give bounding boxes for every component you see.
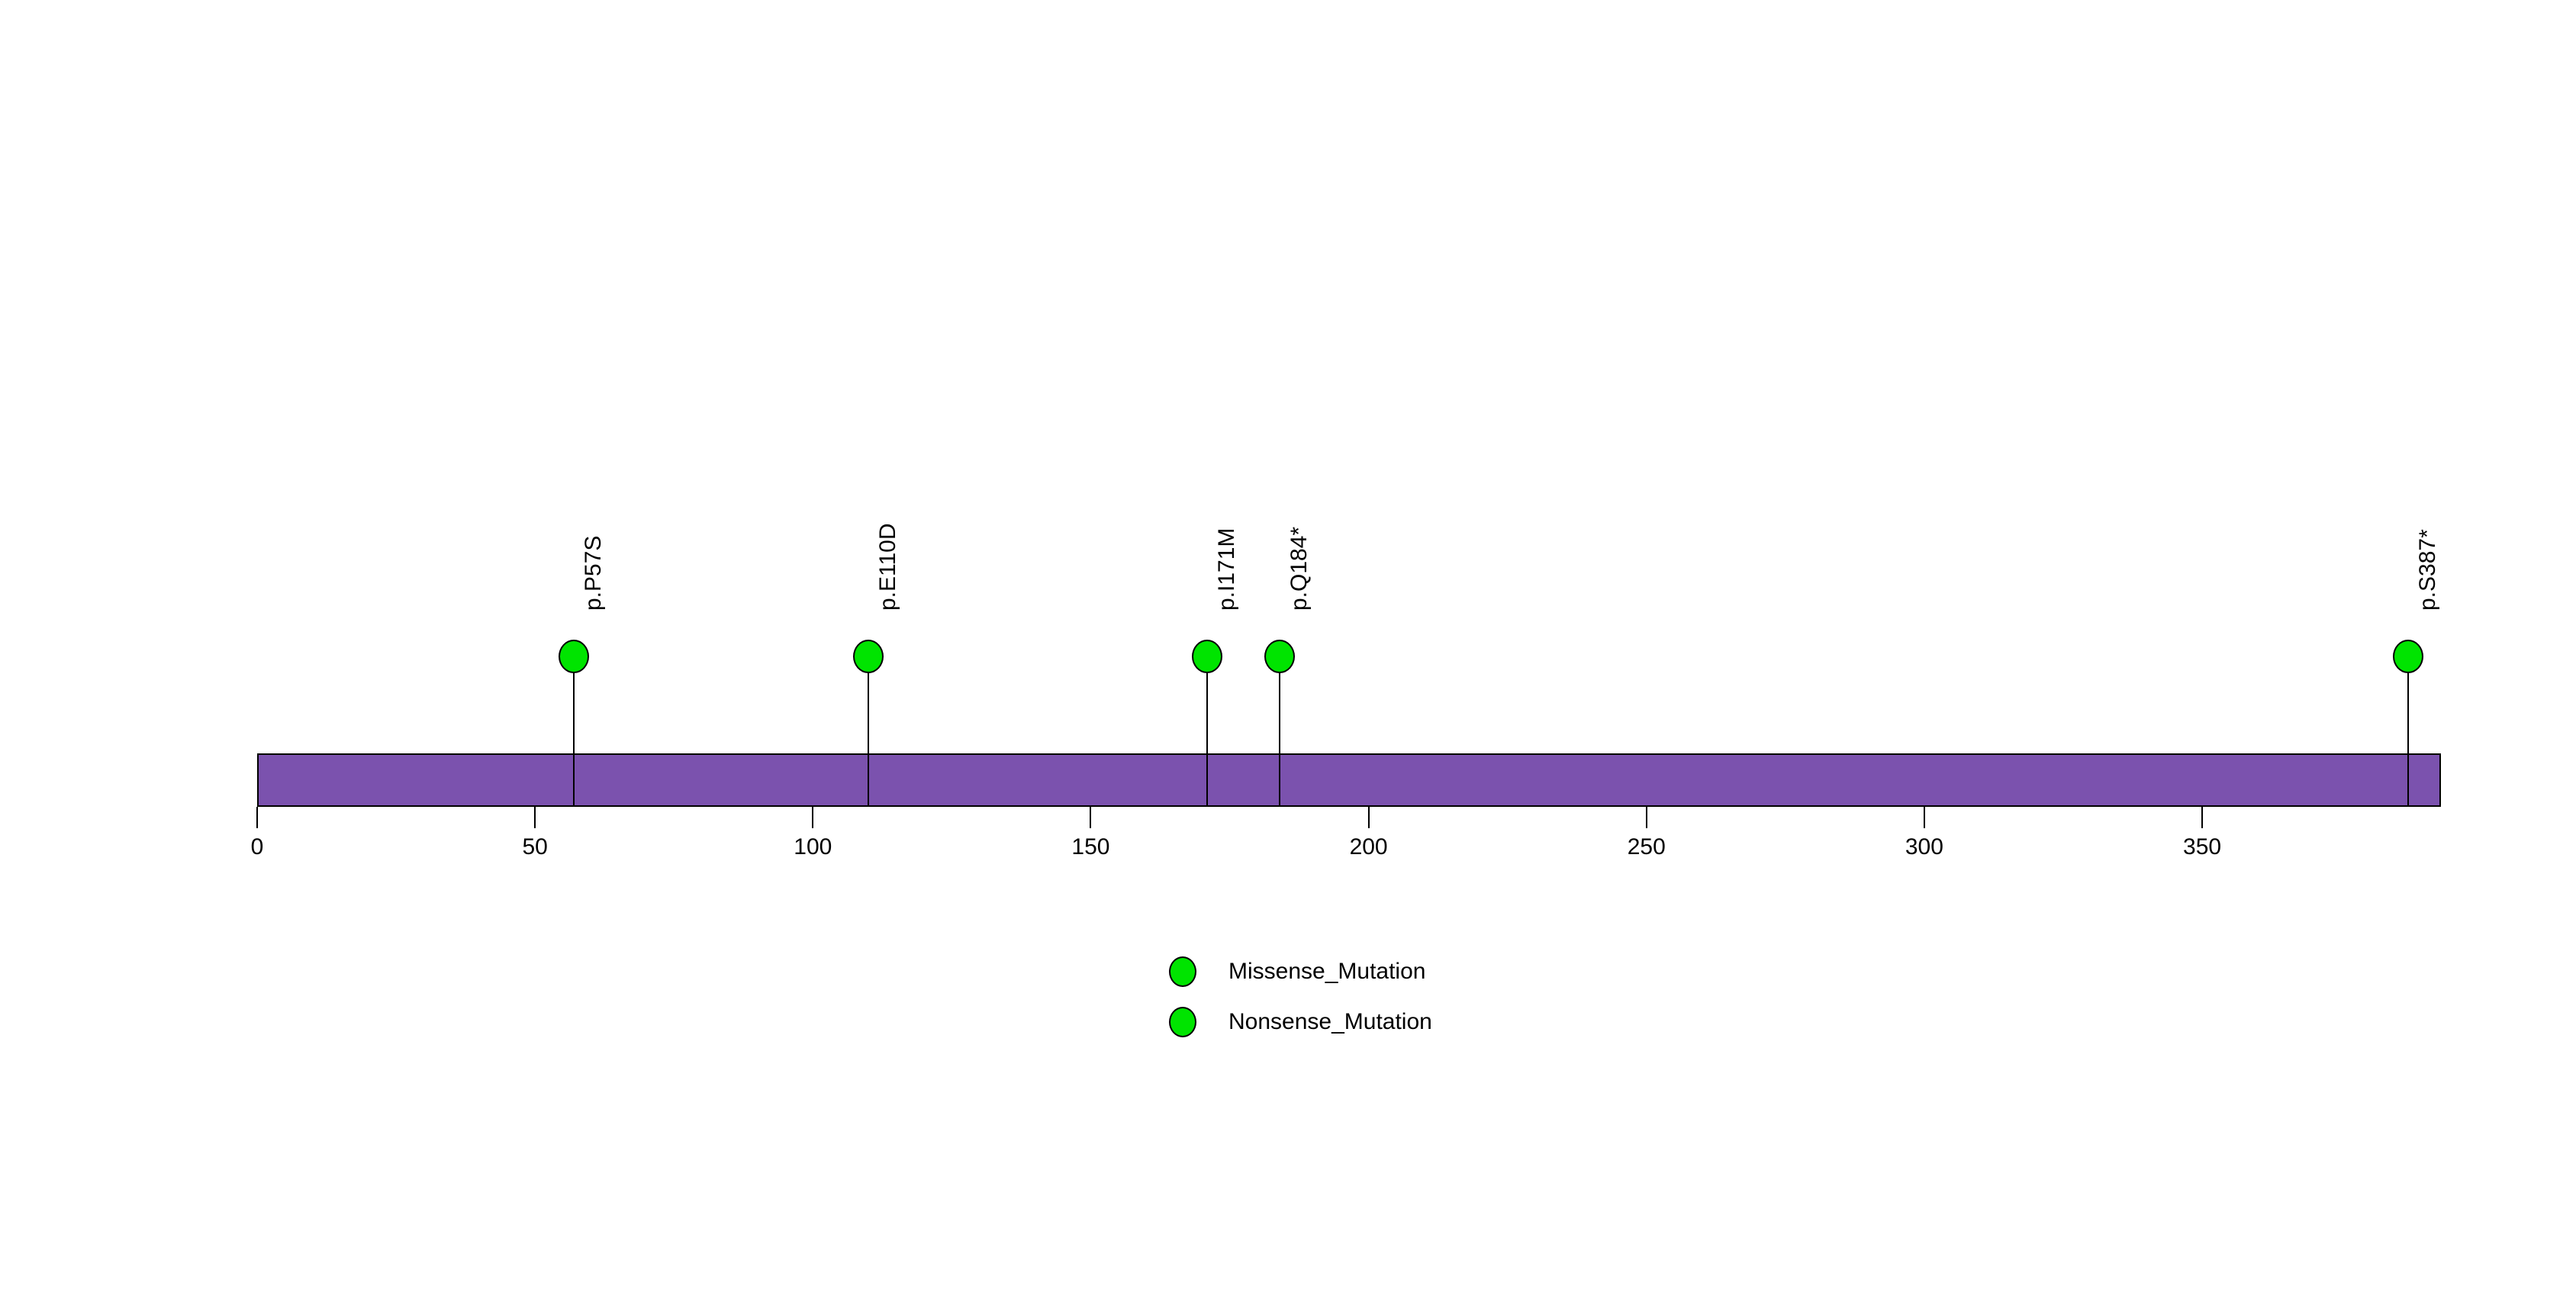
protein-backbone-bar xyxy=(257,753,2442,807)
axis-tick-label: 250 xyxy=(1627,834,1666,859)
lollipop-head[interactable] xyxy=(559,640,590,673)
axis-tick xyxy=(2201,807,2204,828)
lollipop-stem xyxy=(573,641,575,807)
lollipop-label: p.E110D xyxy=(875,523,901,611)
axis-tick-label: 200 xyxy=(1349,834,1388,859)
axis-tick xyxy=(256,807,258,828)
axis-tick xyxy=(1645,807,1647,828)
axis-tick-label: 150 xyxy=(1071,834,1110,859)
lollipop-head[interactable] xyxy=(1192,640,1223,673)
axis-tick-label: 0 xyxy=(250,834,264,859)
lollipop-stem xyxy=(2407,641,2409,807)
lollipop-label: p.S387* xyxy=(2414,529,2440,611)
lollipop-label: p.P57S xyxy=(581,535,607,611)
lollipop-stem xyxy=(1279,641,1281,807)
lollipop-stem xyxy=(868,641,870,807)
axis-tick xyxy=(534,807,536,828)
lollipop-stem xyxy=(1206,641,1209,807)
lollipop-head[interactable] xyxy=(853,640,884,673)
lollipop-label: p.I171M xyxy=(1214,527,1240,611)
axis-tick-label: 100 xyxy=(794,834,832,859)
legend-label: Nonsense_Mutation xyxy=(1228,1009,1432,1034)
legend-color-dot xyxy=(1169,1007,1196,1037)
lollipop-head[interactable] xyxy=(1264,640,1296,673)
legend-color-dot xyxy=(1169,956,1196,987)
axis-tick xyxy=(1367,807,1370,828)
axis-tick xyxy=(812,807,814,828)
axis-tick-label: 50 xyxy=(522,834,548,859)
lollipop-head[interactable] xyxy=(2392,640,2423,673)
axis-tick-label: 350 xyxy=(2183,834,2222,859)
axis-tick xyxy=(1923,807,1925,828)
axis-tick xyxy=(1090,807,1092,828)
axis-tick-label: 300 xyxy=(1905,834,1943,859)
lollipop-label: p.Q184* xyxy=(1286,526,1312,611)
legend-label: Missense_Mutation xyxy=(1228,959,1426,984)
